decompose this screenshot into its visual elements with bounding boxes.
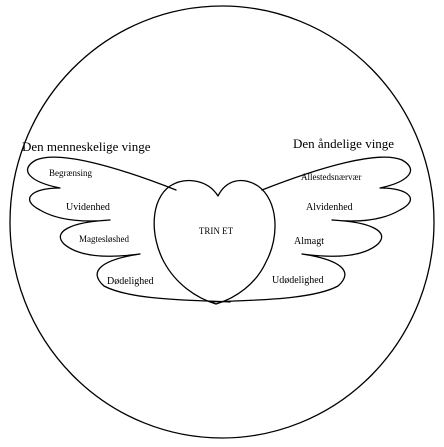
- right-wing: [211, 156, 412, 303]
- left-feather-4: Dødelighed: [107, 276, 154, 287]
- outer-circle: [9, 5, 435, 439]
- heart-shape: [153, 179, 276, 305]
- right-wing-outline: [211, 156, 412, 303]
- right-wing-title: Den åndelige vinge: [293, 136, 394, 151]
- right-feather-3: Almagt: [294, 236, 324, 247]
- right-feather-4: Udødelighed: [272, 275, 324, 286]
- right-feather-2: Alvidenhed: [306, 202, 353, 213]
- left-wing: [26, 156, 231, 303]
- left-wing-title: Den menneskelige vinge: [22, 139, 151, 154]
- left-wing-outline: [26, 156, 231, 303]
- left-feather-3: Magtesløshed: [79, 234, 129, 244]
- left-feather-2: Uvidenhed: [66, 202, 110, 213]
- center-label: TRIN ET: [199, 226, 234, 236]
- left-feather-1: Begrænsing: [49, 168, 93, 178]
- right-feather-1: Allestedsnærvær: [301, 172, 362, 182]
